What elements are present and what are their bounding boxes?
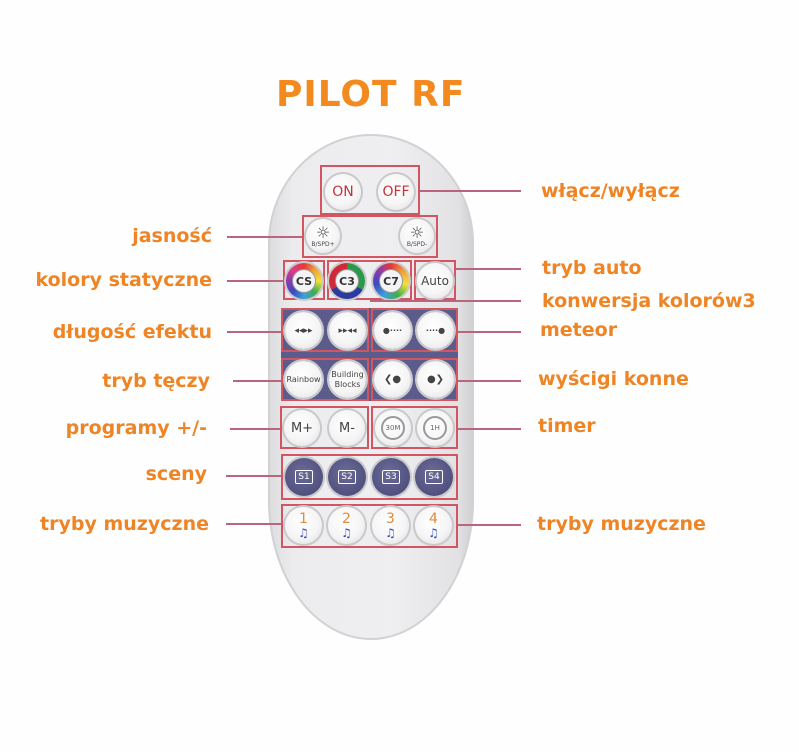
label-effect-length: długość efektu bbox=[52, 321, 212, 343]
music-4-number: 4 bbox=[429, 510, 438, 527]
mode-plus-button[interactable]: M+ bbox=[284, 410, 320, 446]
effect-length-shrink-button[interactable]: ▸▸◂◂ bbox=[329, 312, 366, 349]
mode-minus-button[interactable]: M- bbox=[329, 410, 365, 446]
music-3-button[interactable]: 3 ♫ bbox=[372, 507, 409, 544]
label-music-modes-right: tryby muzyczne bbox=[537, 513, 706, 535]
timer-box bbox=[371, 406, 458, 449]
scene-1-button[interactable]: S1 bbox=[285, 458, 323, 496]
scene-4-button[interactable]: S4 bbox=[415, 458, 453, 496]
label-color-conversion: konwersja kolorów3 bbox=[542, 290, 756, 312]
building-blocks-button[interactable]: Building Blocks bbox=[329, 361, 366, 398]
c7-button[interactable]: C7 bbox=[373, 263, 409, 299]
scene-3-button[interactable]: S3 bbox=[372, 458, 410, 496]
label-programs: programy +/- bbox=[65, 417, 207, 439]
meteor-left-button[interactable]: ●···· bbox=[374, 312, 411, 349]
label-meteor: meteor bbox=[540, 319, 618, 341]
leader-line bbox=[226, 475, 281, 477]
off-button[interactable]: OFF bbox=[378, 174, 414, 210]
music-4-button[interactable]: 4 ♫ bbox=[415, 507, 452, 544]
programs-box bbox=[280, 406, 369, 449]
color-conversion-box bbox=[327, 260, 412, 300]
music-note-icon: ♫ bbox=[385, 525, 396, 540]
leader-line bbox=[226, 523, 281, 525]
horse-race-box bbox=[371, 358, 458, 401]
scene-1-label: S1 bbox=[295, 470, 313, 484]
sun-minus-icon: ☼ bbox=[409, 222, 425, 242]
cs-label: CS bbox=[293, 270, 315, 292]
timer-1h-button[interactable]: 1H bbox=[417, 410, 453, 446]
rainbow-button[interactable]: Rainbow bbox=[285, 361, 322, 398]
music-note-icon: ♫ bbox=[428, 525, 439, 540]
label-scenes: sceny bbox=[145, 463, 207, 485]
label-horse-race: wyścigi konne bbox=[538, 368, 689, 390]
label-auto-mode: tryb auto bbox=[542, 257, 642, 279]
auto-box bbox=[414, 260, 456, 300]
leader-line bbox=[458, 524, 521, 526]
brightness-up-button[interactable]: ☼ B/SPD+ bbox=[306, 219, 340, 253]
brightness-box bbox=[302, 215, 438, 258]
horse-race-left-button[interactable]: ❮● bbox=[374, 361, 411, 398]
music-1-button[interactable]: 1 ♫ bbox=[285, 507, 322, 544]
music-3-number: 3 bbox=[386, 510, 395, 527]
meteor-right-button[interactable]: ····● bbox=[417, 312, 454, 349]
scene-2-label: S2 bbox=[338, 470, 356, 484]
sun-plus-icon: ☼ bbox=[315, 222, 331, 242]
static-colors-box bbox=[283, 260, 325, 300]
label-static-colors: kolory statyczne bbox=[35, 269, 212, 291]
leader-line bbox=[458, 380, 521, 382]
music-note-icon: ♫ bbox=[341, 525, 352, 540]
leader-line bbox=[230, 428, 280, 430]
leader-line bbox=[227, 331, 281, 333]
leader-line bbox=[370, 300, 521, 302]
music-1-number: 1 bbox=[299, 510, 308, 527]
music-2-number: 2 bbox=[342, 510, 351, 527]
auto-button[interactable]: Auto bbox=[417, 263, 453, 299]
rainbow-box bbox=[281, 358, 369, 401]
brightness-up-sublabel: B/SPD+ bbox=[311, 240, 335, 248]
leader-line bbox=[233, 380, 281, 382]
page-title: PILOT RF bbox=[276, 74, 466, 115]
brightness-down-button[interactable]: ☼ B/SPD- bbox=[400, 219, 434, 253]
label-on-off: włącz/wyłącz bbox=[541, 180, 680, 202]
label-rainbow-mode: tryb tęczy bbox=[102, 370, 210, 392]
c3-label: C3 bbox=[336, 270, 358, 292]
leader-line bbox=[458, 428, 521, 430]
leader-line bbox=[456, 268, 521, 270]
leader-line bbox=[420, 190, 521, 192]
horse-race-right-button[interactable]: ●❯ bbox=[417, 361, 454, 398]
label-timer: timer bbox=[538, 415, 596, 437]
effect-length-box bbox=[281, 308, 369, 352]
c7-label: C7 bbox=[380, 270, 402, 292]
effect-length-expand-button[interactable]: ◂◂▸▸ bbox=[285, 312, 322, 349]
timer-30m-label: 30M bbox=[381, 416, 405, 440]
timer-1h-label: 1H bbox=[423, 416, 447, 440]
scene-2-button[interactable]: S2 bbox=[328, 458, 366, 496]
on-button[interactable]: ON bbox=[325, 174, 361, 210]
scene-4-label: S4 bbox=[425, 470, 443, 484]
music-box bbox=[281, 504, 458, 548]
leader-line bbox=[227, 236, 302, 238]
brightness-down-sublabel: B/SPD- bbox=[406, 240, 428, 248]
leader-line bbox=[227, 280, 283, 282]
meteor-box bbox=[371, 308, 458, 352]
cs-button[interactable]: CS bbox=[286, 263, 322, 299]
timer-30m-button[interactable]: 30M bbox=[375, 410, 411, 446]
leader-line bbox=[458, 331, 521, 333]
label-music-modes-left: tryby muzyczne bbox=[40, 513, 209, 535]
label-brightness: jasność bbox=[132, 225, 212, 247]
c3-button[interactable]: C3 bbox=[329, 263, 365, 299]
on-off-box bbox=[320, 165, 420, 215]
music-note-icon: ♫ bbox=[298, 525, 309, 540]
music-2-button[interactable]: 2 ♫ bbox=[328, 507, 365, 544]
scenes-box bbox=[281, 454, 458, 500]
scene-3-label: S3 bbox=[382, 470, 400, 484]
